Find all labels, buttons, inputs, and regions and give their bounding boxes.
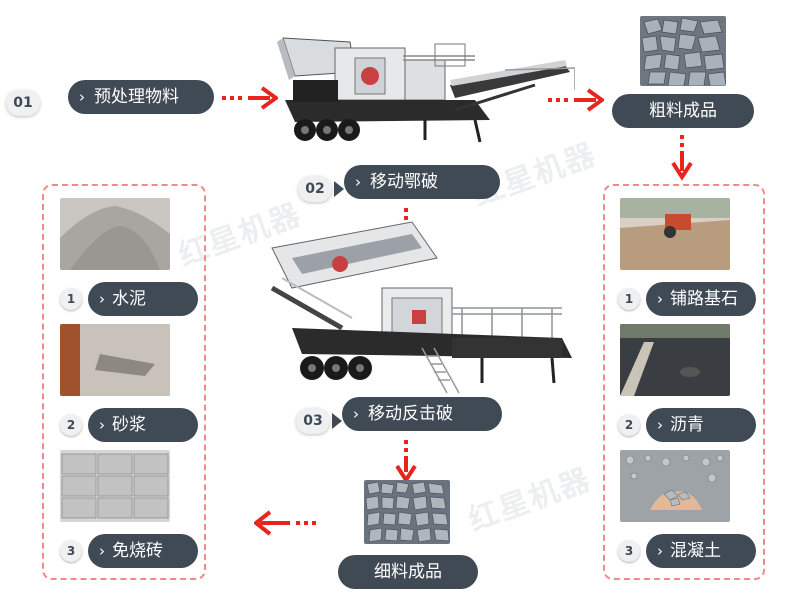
unfired-brick-image xyxy=(60,450,170,522)
right-app-3-text: 混凝土 xyxy=(670,541,721,561)
step-03-notch xyxy=(332,413,342,429)
right-app-3-label: › 混凝土 xyxy=(646,534,756,568)
left-app-3-label: › 免烧砖 xyxy=(88,534,198,568)
left-app-2-text: 砂浆 xyxy=(112,415,146,435)
step-01-badge: 01 xyxy=(6,90,40,116)
left-app-1-text: 水泥 xyxy=(112,289,146,309)
road-uses-box xyxy=(603,184,765,580)
left-app-1-num: 1 xyxy=(60,288,82,310)
left-app-1-label: › 水泥 xyxy=(88,282,198,316)
right-app-1-label: › 铺路基石 xyxy=(646,282,756,316)
right-app-2-text: 沥青 xyxy=(670,415,704,435)
arrow-down-to-fine-product xyxy=(395,440,417,484)
fine-aggregate-image xyxy=(364,480,450,544)
chevron-right-icon: › xyxy=(99,416,105,434)
left-app-2-label: › 砂浆 xyxy=(88,408,198,442)
mobile-jaw-crusher-image xyxy=(277,37,575,143)
step-03-label: › 移动反击破 xyxy=(342,397,502,431)
chevron-right-icon: › xyxy=(657,542,663,560)
left-app-3-text: 免烧砖 xyxy=(112,541,163,561)
arrow-down-to-road-uses xyxy=(671,135,693,181)
chevron-right-icon: › xyxy=(79,88,85,106)
chevron-right-icon: › xyxy=(355,173,361,191)
chevron-right-icon: › xyxy=(657,290,663,308)
chevron-right-icon: › xyxy=(99,290,105,308)
asphalt-image xyxy=(620,324,730,396)
cement-image xyxy=(60,198,170,270)
right-app-1-text: 铺路基石 xyxy=(670,289,738,309)
step-02-text: 移动鄂破 xyxy=(370,172,438,192)
coarse-aggregate-image xyxy=(640,16,726,86)
chevron-right-icon: › xyxy=(99,542,105,560)
left-app-3-num: 3 xyxy=(60,540,82,562)
fine-product-label: 细料成品 xyxy=(338,555,478,589)
right-app-3-num: 3 xyxy=(618,540,640,562)
arrow-left-to-building-uses xyxy=(254,510,316,536)
chevron-right-icon: › xyxy=(657,416,663,434)
arrow-to-jaw-crusher xyxy=(222,86,278,110)
step-02-label: › 移动鄂破 xyxy=(344,165,500,199)
right-app-1-num: 1 xyxy=(618,288,640,310)
watermark-logo: 红星机器 xyxy=(464,461,597,539)
step-03-badge: 03 xyxy=(296,408,330,434)
step-01-label: › 预处理物料 xyxy=(68,80,214,114)
right-app-2-num: 2 xyxy=(618,414,640,436)
road-base-image xyxy=(620,198,730,270)
step-02-notch xyxy=(334,181,344,197)
building-uses-box xyxy=(42,184,206,580)
step-01-text: 预处理物料 xyxy=(94,87,179,107)
arrow-to-coarse-product xyxy=(548,88,604,112)
coarse-product-label: 粗料成品 xyxy=(612,94,754,128)
step-03-text: 移动反击破 xyxy=(368,404,453,424)
right-app-2-label: › 沥青 xyxy=(646,408,756,442)
mortar-image xyxy=(60,324,170,396)
mobile-impact-crusher-image xyxy=(270,221,572,394)
chevron-right-icon: › xyxy=(353,405,359,423)
concrete-image xyxy=(620,450,730,522)
step-02-badge: 02 xyxy=(298,176,332,202)
left-app-2-num: 2 xyxy=(60,414,82,436)
